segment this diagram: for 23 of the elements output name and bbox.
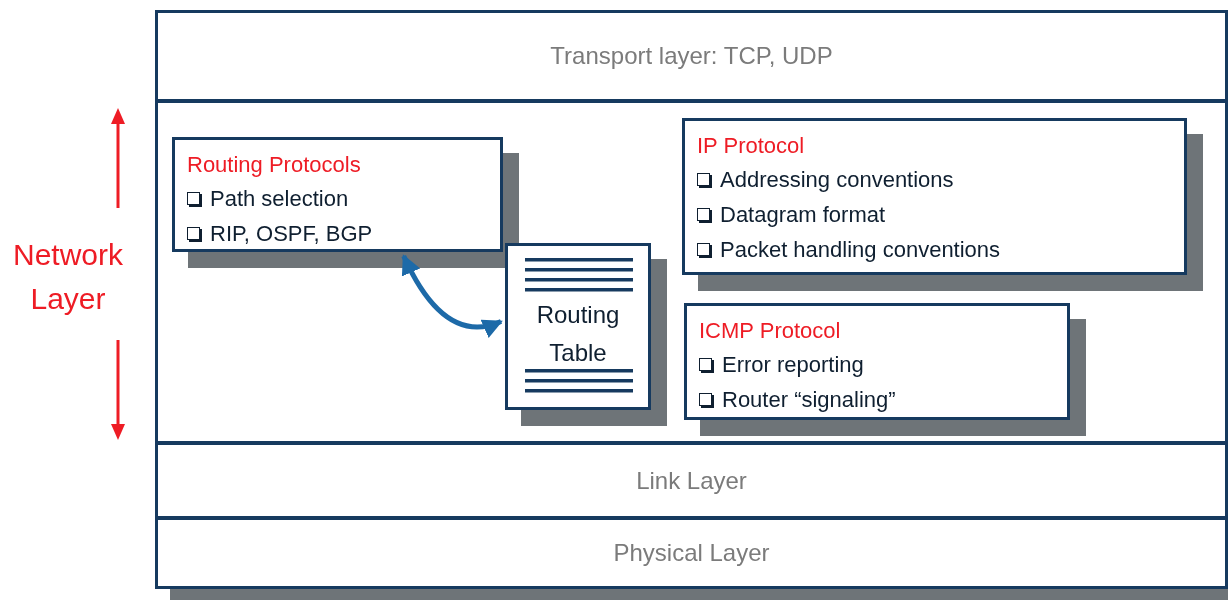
list-item: Packet handling conventions — [720, 236, 1001, 264]
document-box — [505, 243, 651, 410]
list-item: Router “signaling” — [722, 386, 896, 414]
protocol-box — [172, 137, 503, 252]
layer-label: Physical Layer — [613, 539, 770, 567]
list-item: Datagram format — [720, 201, 886, 229]
layer-label: Network Layer — [12, 237, 124, 317]
list-item: Addressing conventions — [720, 166, 954, 194]
list-item: Error reporting — [722, 351, 864, 379]
layer-label: Transport layer: TCP, UDP — [550, 42, 833, 70]
layer-band — [155, 10, 1228, 102]
list-item: Path selection — [210, 185, 349, 213]
protocol-box — [682, 118, 1187, 275]
layer-band — [155, 517, 1228, 589]
protocol-box — [684, 303, 1070, 420]
double-arrow — [401, 254, 503, 338]
box-heading: ICMP Protocol — [699, 317, 842, 345]
layer-band — [155, 442, 1228, 519]
box-heading: IP Protocol — [697, 132, 806, 160]
list-item: RIP, OSPF, BGP — [210, 220, 373, 248]
layer-label: Link Layer — [636, 466, 747, 495]
box-heading: Routing Protocols — [187, 151, 362, 179]
document-label: Routing Table — [535, 300, 621, 368]
